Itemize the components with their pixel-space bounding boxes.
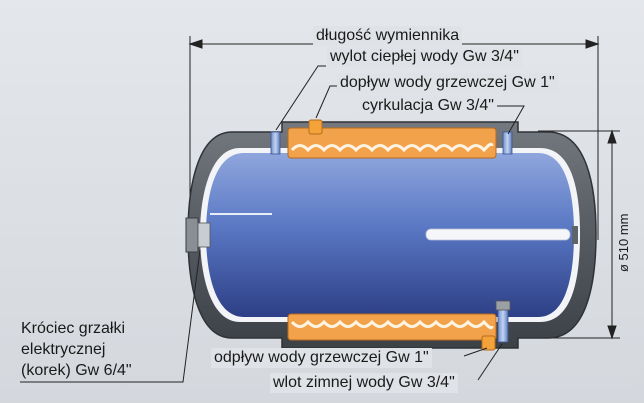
cold-inlet-label: wlot zimnej wody Gw 3/4" (270, 373, 458, 393)
leader-lines (20, 65, 525, 383)
heater-plug (185, 217, 211, 253)
heating-inlet-connector (308, 119, 323, 135)
heating-outlet-connector (481, 335, 496, 351)
diameter-dimension (538, 129, 620, 340)
cold-inlet-connector (497, 307, 509, 343)
hot-outlet-connector (270, 131, 281, 155)
heating-outlet-label: odpływ wody grzewczej Gw 1" (211, 348, 432, 368)
length-label: długość wymiennika (313, 26, 463, 46)
hot-outlet-label: wylot ciepłej wody Gw 3/4" (327, 47, 522, 67)
heater-label-line3: (korek) Gw 6/4" (21, 362, 132, 379)
top-heating-coil (287, 127, 497, 159)
heater-label: Króciec grzałki elektrycznej (korek) Gw … (18, 318, 135, 381)
circulation-connector (502, 131, 513, 155)
heater-label-line1: Króciec grzałki (21, 320, 126, 337)
circulation-label: cyrkulacja Gw 3/4" (359, 96, 497, 116)
tank-body (206, 153, 574, 317)
heating-inlet-label: dopływ wody grzewczej Gw 1" (337, 73, 558, 93)
heater-label-line2: elektrycznej (21, 341, 106, 358)
inner-rod (425, 228, 571, 241)
bottom-heating-coil (287, 313, 497, 341)
diameter-label: ø 510 mm (616, 213, 631, 272)
